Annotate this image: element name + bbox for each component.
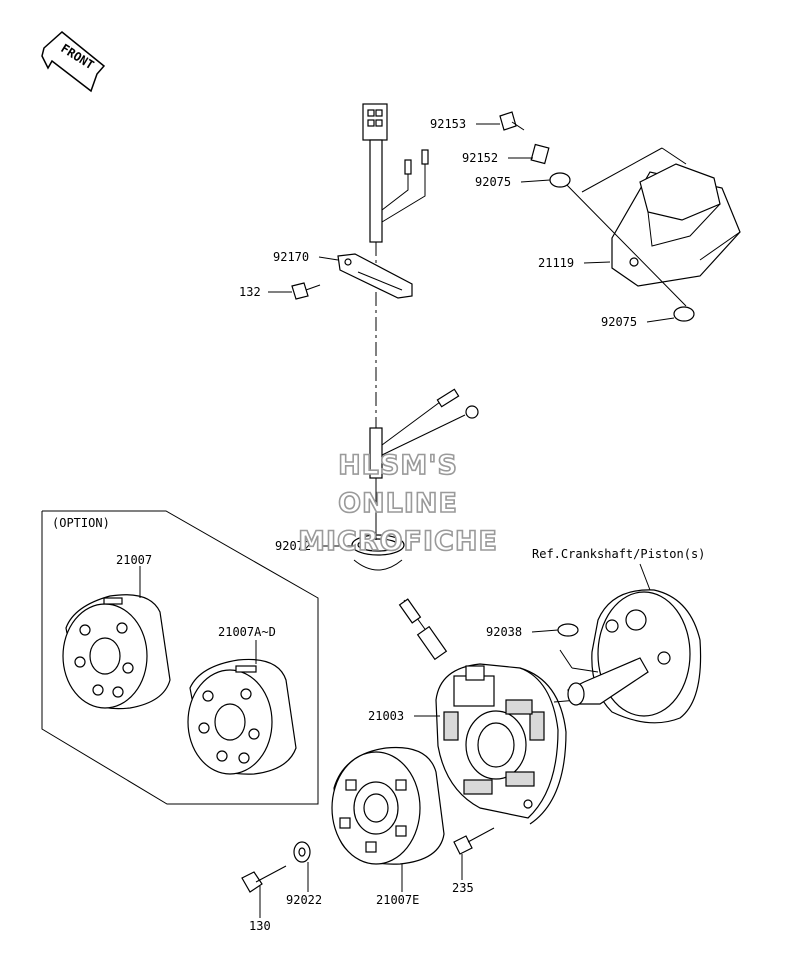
washer-92022-icon xyxy=(293,841,311,863)
front-arrow-icon: FRONT xyxy=(41,31,106,93)
stator-21003 xyxy=(398,598,579,825)
leader-lines xyxy=(139,123,675,918)
wire-harness xyxy=(362,103,479,540)
flywheel-21007 xyxy=(62,594,171,710)
label-92075-bottom: 92075 xyxy=(601,315,637,329)
watermark-line-1: HLSM'S xyxy=(338,450,458,481)
label-132: 132 xyxy=(239,285,261,299)
label-130: 130 xyxy=(249,919,271,933)
watermark-line-3: MICROFICHE xyxy=(298,526,498,557)
reference-label: Ref.Crankshaft/Piston(s) xyxy=(532,547,705,561)
grommet-92075-bottom-icon xyxy=(673,306,695,322)
label-92072: 92072 xyxy=(275,539,311,553)
watermark: HLSM'S ONLINE MICROFICHE xyxy=(297,449,498,558)
label-92038: 92038 xyxy=(486,625,522,639)
bolt-92153-icon xyxy=(499,111,525,131)
regulator-21119 xyxy=(559,147,741,307)
bolt-130-icon xyxy=(241,865,287,893)
option-box-title: (OPTION) xyxy=(52,516,110,530)
label-92170: 92170 xyxy=(273,250,309,264)
flywheel-21007A-D xyxy=(187,658,297,775)
label-21003: 21003 xyxy=(368,709,404,723)
crankshaft-reference xyxy=(559,589,702,724)
label-92152: 92152 xyxy=(462,151,498,165)
label-92075-top: 92075 xyxy=(475,175,511,189)
key-92038-icon xyxy=(557,623,579,637)
part-labels: 92153 92152 92075 21119 92075 92170 132 … xyxy=(116,117,705,933)
label-92022: 92022 xyxy=(286,893,322,907)
clamp-92072 xyxy=(351,534,405,571)
label-235: 235 xyxy=(452,881,474,895)
label-21007E: 21007E xyxy=(376,893,419,907)
label-21007A-D: 21007A~D xyxy=(218,625,276,639)
collar-92152-icon xyxy=(530,143,550,165)
bracket-92170 xyxy=(337,253,413,299)
rotor-21007E xyxy=(331,746,445,865)
option-box: (OPTION) xyxy=(41,510,319,805)
label-21007: 21007 xyxy=(116,553,152,567)
label-92153: 92153 xyxy=(430,117,466,131)
watermark-line-2: ONLINE xyxy=(338,488,458,519)
bolt-235-icon xyxy=(453,827,495,855)
label-21119: 21119 xyxy=(538,256,574,270)
grommet-92075-top-icon xyxy=(549,172,571,188)
bolt-132-icon xyxy=(291,282,321,300)
